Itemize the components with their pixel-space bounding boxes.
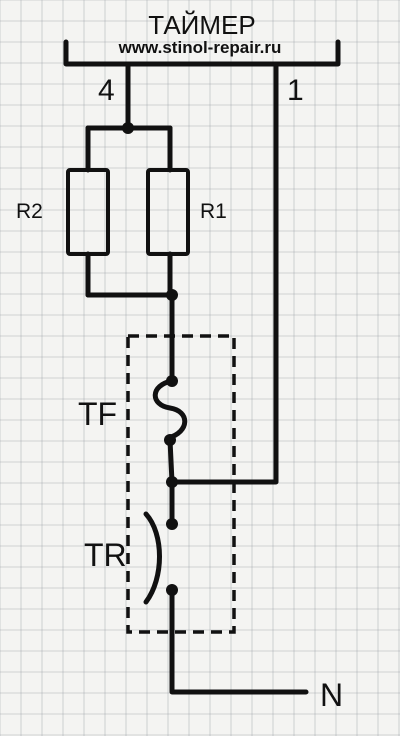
junction-resistor-top	[122, 122, 134, 134]
r2-resistor	[66, 168, 110, 256]
r2-label: R2	[16, 200, 43, 223]
terminal-1-label: 1	[287, 74, 304, 107]
timer-bus	[63, 39, 341, 67]
tr-switch-symbol	[143, 511, 162, 605]
website-label: www.stinol-repair.ru	[118, 38, 282, 57]
wire-to-neutral	[169, 587, 309, 695]
r1-label: R1	[200, 200, 227, 223]
tr-contact-top	[166, 518, 178, 530]
wire-terminal-1	[169, 61, 279, 485]
tf-label: TF	[78, 396, 117, 432]
timer-title: ТАЙМЕР	[148, 10, 255, 40]
terminal-4-label: 4	[98, 74, 115, 107]
neutral-label: N	[320, 677, 343, 713]
r1-resistor	[146, 168, 190, 256]
tr-label: TR	[84, 537, 127, 573]
tf-fuse-symbol	[152, 378, 188, 441]
wire-tf-to-junction	[167, 437, 175, 485]
